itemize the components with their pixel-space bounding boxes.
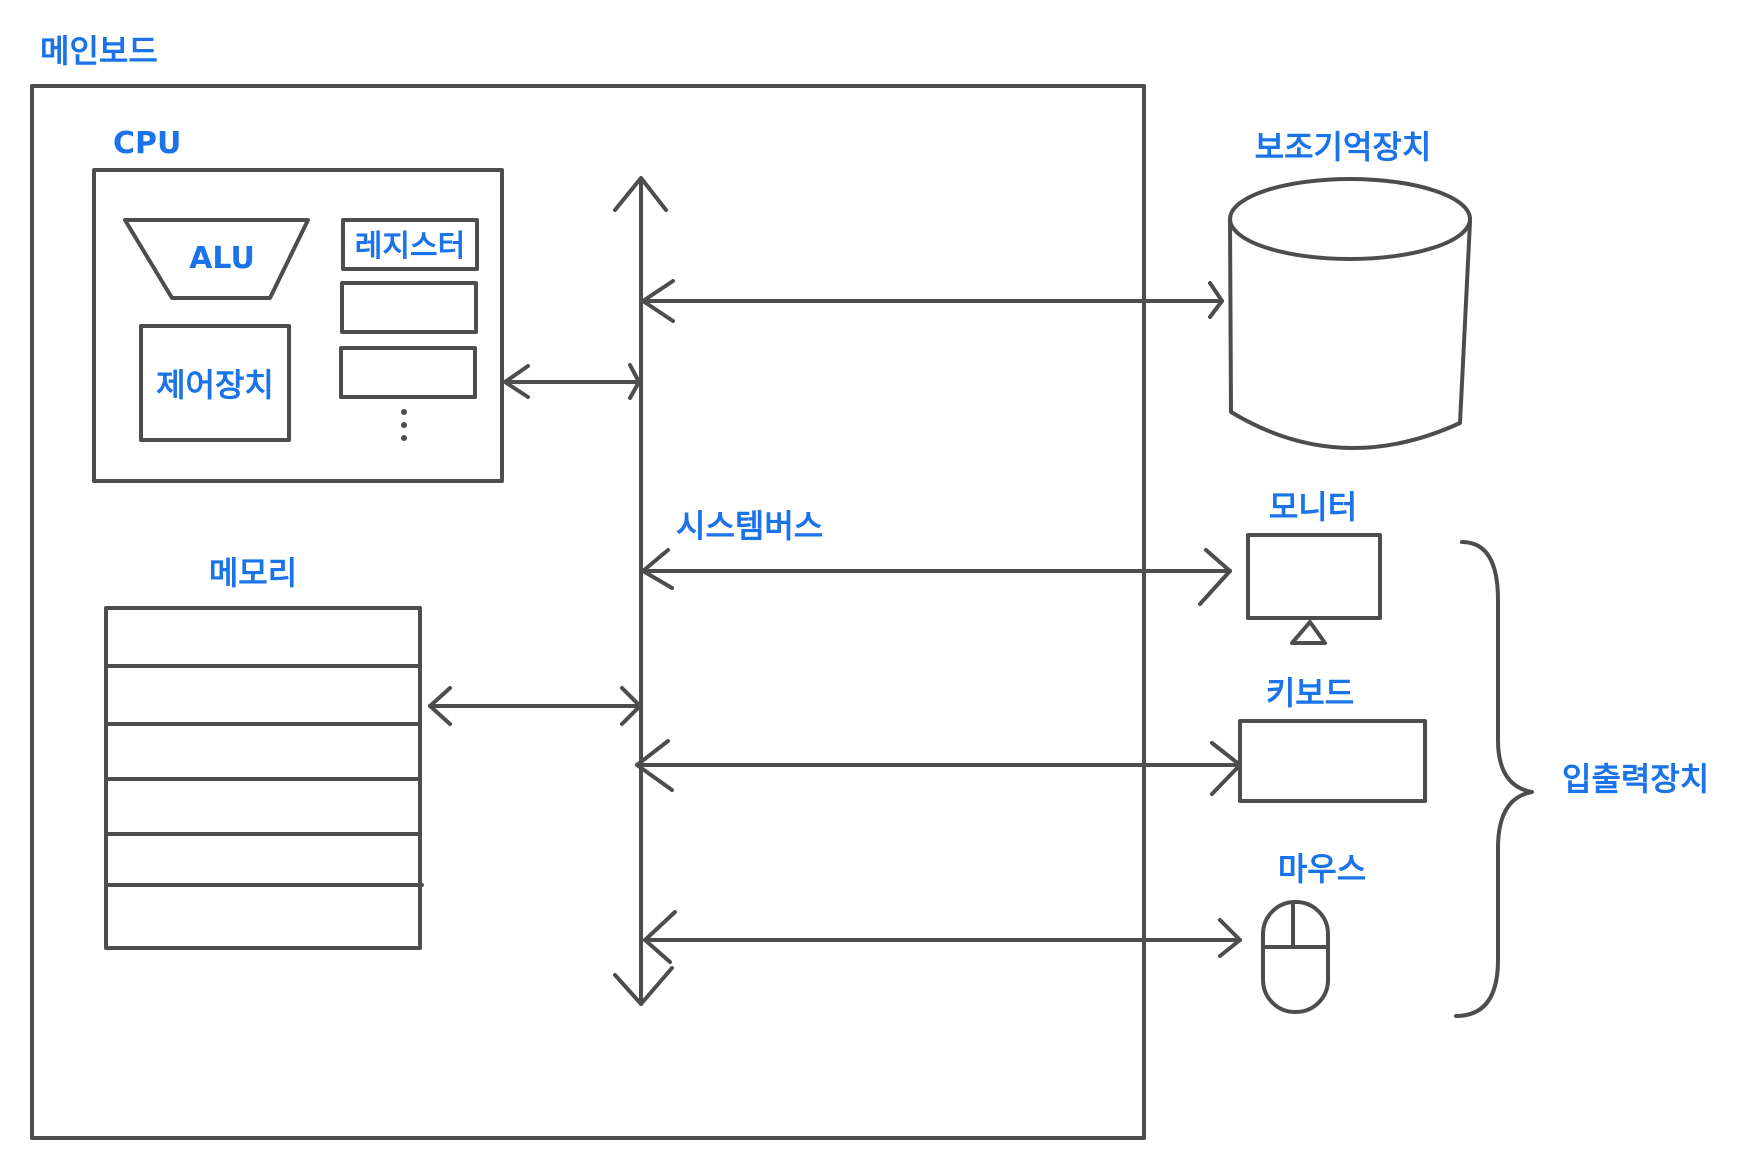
keyboard-shape [1238,719,1427,803]
register-box-1 [341,218,479,271]
arrow-bus-storage-head-left [641,279,675,323]
arrow-bus-storage-head-right [1208,281,1224,319]
monitor-label: 모니터 [1269,488,1357,526]
arrow-cpu-bus-head-right [628,363,641,400]
cpu-label: CPU [113,126,181,161]
system-bus-arrowhead-bottom [613,966,674,1006]
mainboard-label: 메인보드 [40,32,158,70]
arrow-memory-bus-head-right [620,686,642,726]
arrow-bus-keyboard-head-right [1210,741,1242,796]
system-bus-label: 시스템버스 [676,507,823,545]
alu-label: ALU [189,241,255,276]
register-box-3 [339,346,477,399]
keyboard-label: 키보드 [1266,674,1354,712]
mouse-shape [1261,900,1330,1014]
io-devices-brace [1454,540,1534,1018]
io-devices-label: 입출력장치 [1562,760,1709,798]
ellipsis-dot-2 [401,422,407,428]
arrow-bus-monitor-head-right [1198,548,1232,606]
mainboard-box [30,84,1146,1140]
secondary-storage-label: 보조기억장치 [1255,128,1432,166]
ellipsis-dot-1 [401,409,407,415]
alu-shape [123,218,310,300]
register-box-2 [340,281,478,334]
storage-cylinder-body [1228,217,1472,450]
memory-label: 메모리 [209,554,297,592]
memory-box [104,606,422,950]
monitor-screen [1246,533,1382,620]
arrow-bus-mouse-head-left [643,910,677,964]
arrow-memory-bus-head-left [428,686,452,726]
cpu-box [92,168,504,483]
control-unit-label: 제어장치 [156,366,274,404]
arrow-cpu-bus-head-left [503,364,530,399]
monitor-stand [1290,620,1327,645]
ellipsis-dot-3 [401,435,407,441]
mouse-label: 마우스 [1278,850,1366,888]
arrow-bus-monitor-head-left [641,548,674,590]
arrow-bus-mouse-head-right [1218,918,1242,958]
arrow-bus-keyboard-head-left [635,739,674,792]
register-label: 레지스터 [355,229,465,264]
system-bus-arrowhead-top [613,176,668,212]
storage-cylinder-top [1228,177,1472,261]
control-unit-box [139,324,291,442]
